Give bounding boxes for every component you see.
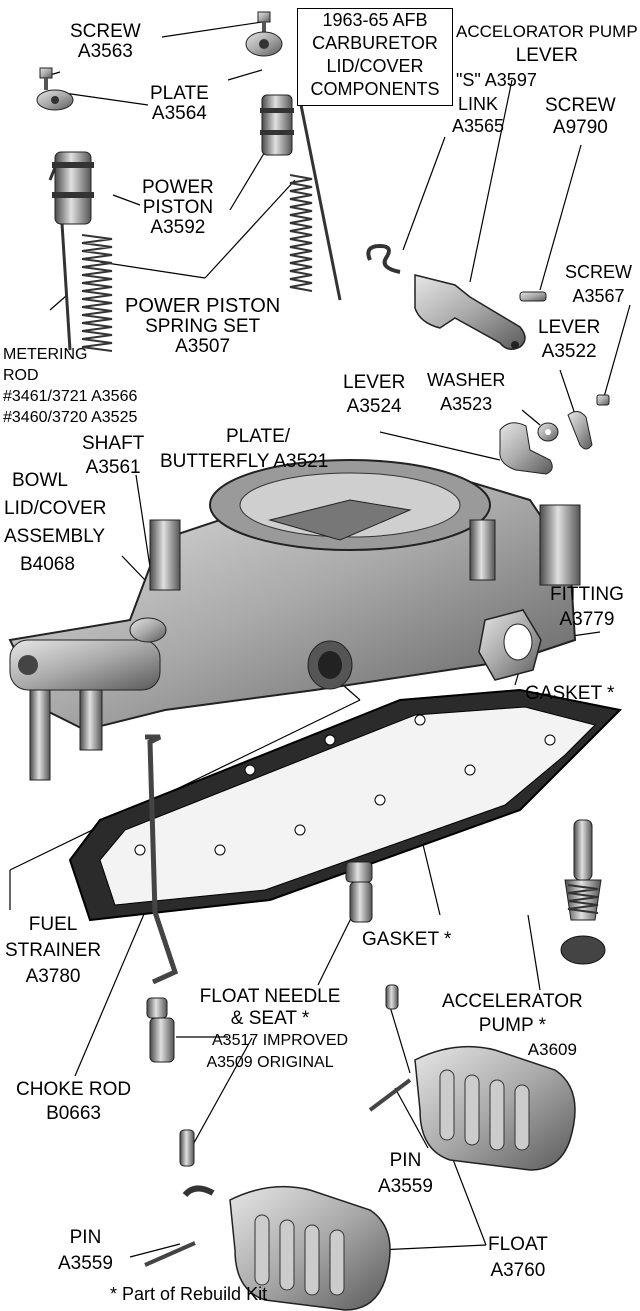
fuel-strainer-part — [345, 861, 373, 923]
leader-lines — [9, 21, 631, 1258]
spring-right — [289, 174, 313, 292]
title-line-3: LID/COVER — [326, 56, 424, 76]
large-gasket-part — [68, 688, 623, 922]
pump-lever-part — [414, 274, 526, 350]
choke-rod-part — [145, 734, 179, 985]
screw-a9790-part — [519, 291, 547, 302]
power-piston-left — [52, 151, 94, 225]
s-link-part — [366, 243, 401, 274]
label-gasket-top: GASKET * — [525, 683, 615, 704]
float-needle-seat-part — [146, 984, 399, 1167]
screw-a3563-part — [245, 11, 283, 57]
power-piston-right — [260, 94, 294, 156]
title-line-1: 1963-65 AFB — [322, 10, 428, 30]
label-plate-butterfly: PLATE/BUTTERFLY A3521 — [160, 426, 329, 472]
spring-left — [81, 234, 113, 352]
title-line-2: CARBURETOR — [312, 33, 438, 53]
accelerator-pump-part — [560, 819, 606, 965]
diagram-title: 1963-65 AFB CARBURETOR LID/COVER COMPONE… — [297, 8, 453, 106]
title-line-4: COMPONENTS — [310, 79, 440, 99]
label-gasket-mid: GASKET * — [362, 929, 452, 950]
float-right-part — [368, 1045, 576, 1171]
lever-a3524-part — [499, 422, 553, 475]
fitting-part — [478, 609, 542, 681]
lever-a3522-part — [567, 411, 593, 450]
footnote-rebuild-kit: * Part of Rebuild Kit — [110, 1284, 268, 1304]
float-left-part — [144, 1185, 391, 1311]
bowl-lid-body — [8, 459, 581, 781]
plate-a3564-part — [36, 67, 74, 111]
